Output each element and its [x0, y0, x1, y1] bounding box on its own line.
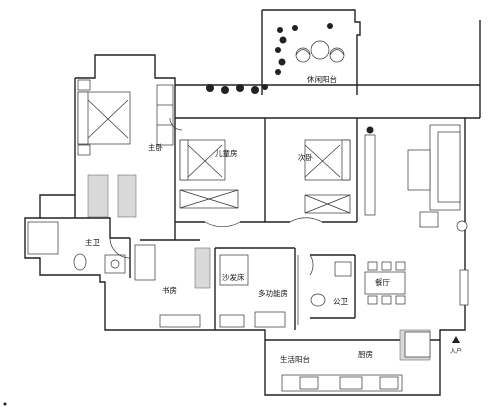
- label-service-balcony: 生活阳台: [280, 354, 310, 364]
- balcony-furniture: [295, 40, 345, 63]
- label-kids-room: 儿童房: [215, 148, 238, 158]
- master-wardrobe: [156, 84, 174, 146]
- master-bath-fixtures: [27, 221, 126, 274]
- guest-bath-fixtures: [310, 261, 352, 307]
- label-guest-bath: 公卫: [333, 297, 348, 306]
- label-sofa-bed: 沙发床: [222, 272, 245, 282]
- label-study: 书房: [162, 285, 177, 295]
- label-master-bath: 主卫: [85, 237, 100, 247]
- room-labels: 休闲阳台 主卧 儿童房 次卧 主卫 书房 沙发床 多功能房 公卫 餐厅 厨房 生…: [85, 74, 390, 364]
- interior-walls: [40, 85, 465, 341]
- label-master-bedroom: 主卧: [148, 142, 163, 152]
- doors: [109, 117, 323, 276]
- label-entrance: 入户: [450, 347, 462, 355]
- label-dining: 餐厅: [375, 278, 390, 287]
- plant-icons: [206, 23, 374, 134]
- second-bed: [304, 139, 351, 214]
- label-kitchen: 厨房: [358, 349, 373, 359]
- dining-table: [364, 261, 469, 306]
- entrance-arrow-icon: [452, 336, 460, 343]
- kitchen-fixtures: [281, 331, 431, 392]
- entrance-marker: 入户: [450, 336, 462, 355]
- label-second-bedroom: 次卧: [298, 152, 313, 162]
- kids-bed: [179, 139, 239, 209]
- multi-room-furniture: [219, 254, 299, 328]
- outer-walls: [24, 9, 481, 396]
- master-bed: [77, 79, 131, 156]
- corner-dot: [3, 402, 7, 406]
- label-multi-room: 多功能房: [258, 288, 288, 298]
- study-furniture: [134, 244, 201, 328]
- living-furniture: [364, 124, 468, 232]
- label-leisure-balcony: 休闲阳台: [307, 74, 337, 84]
